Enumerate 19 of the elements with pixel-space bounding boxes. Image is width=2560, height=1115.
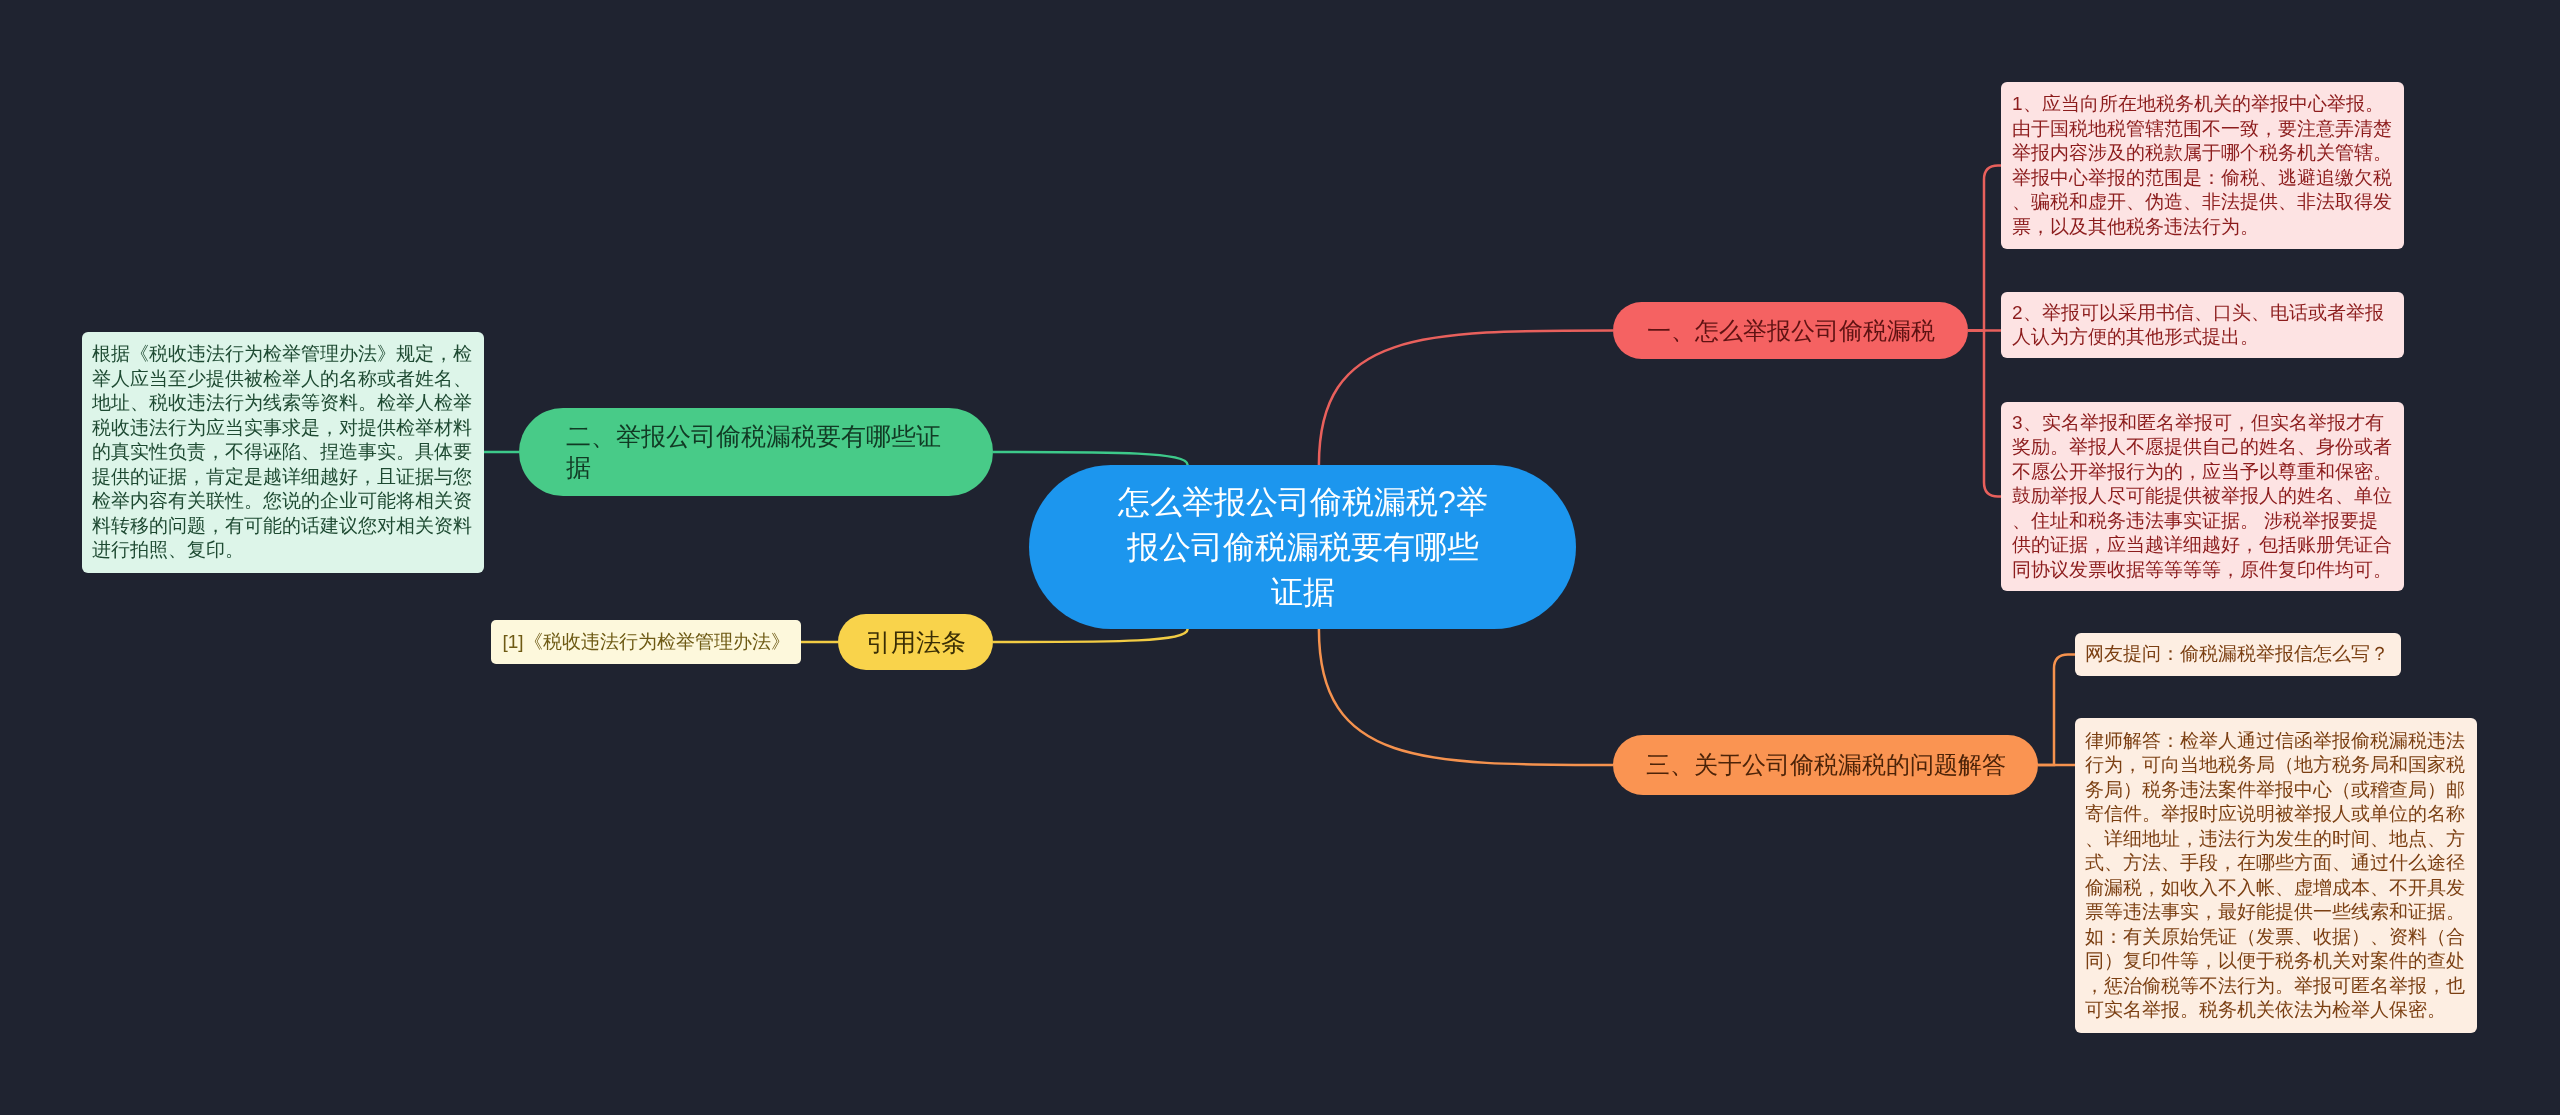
connector-line	[993, 450, 1189, 466]
connector-line	[1317, 628, 1613, 767]
branch-topic: 二、举报公司偷税漏税要有哪些证据	[519, 408, 993, 496]
connector-line	[1317, 329, 1613, 466]
note-card: [1]《税收违法行为检举管理办法》	[491, 620, 801, 664]
connector-line	[801, 640, 838, 644]
connector-line	[2038, 763, 2075, 767]
connector-line	[993, 628, 1189, 644]
central-topic: 怎么举报公司偷税漏税?举报公司偷税漏税要有哪些证据	[1029, 465, 1576, 629]
note-card: 律师解答：检举人通过信函举报偷税漏税违法行为，可向当地税务局（地方税务局和国家税务局）税务违法案件举报中心（或稽查局）邮寄信件。举报时应说明被举报人或单位的名称、详细地址，违法行为发生的时间、地点、方式、方法、手段，在哪些方面、通过什么途径偷漏税，如收入不入帐、虚增成本、不开具发票等违法事实，最好能提供一些线索和证据。如：有关原始凭证（发票、收据）、资料（合同）复印件等，以便于税务机关对案件的查处，惩治偷税等不法行为。举报可匿名举报，也可实名举报。税务机关依法为检举人保密。	[2075, 718, 2477, 1033]
note-card: 2、举报可以采用书信、口头、电话或者举报人认为方便的其他形式提出。	[2001, 292, 2404, 358]
branch-topic: 三、关于公司偷税漏税的问题解答	[1613, 735, 2038, 795]
branch-topic: 一、怎么举报公司偷税漏税	[1613, 302, 1968, 359]
note-card: 网友提问：偷税漏税举报信怎么写？	[2075, 633, 2401, 676]
note-card: 1、应当向所在地税务机关的举报中心举报。由于国税地税管辖范围不一致，要注意弄清楚举报内容涉及的税款属于哪个税务机关管辖。举报中心举报的范围是：偷税、逃避追缴欠税、骗税和虚开、伪造、非法提供、非法取得发票，以及其他税务违法行为。	[2001, 82, 2404, 249]
note-card: 3、实名举报和匿名举报可，但实名举报才有奖励。举报人不愿提供自己的姓名、身份或者不愿公开举报行为的，应当予以尊重和保密。鼓励举报人尽可能提供被举报人的姓名、单位、住址和税务违法事实证据。 涉税举报要提供的证据，应当越详细越好，包括账册凭证合同协议发票收据等等等等，原件复印件均可。	[2001, 402, 2404, 591]
branch-topic: 引用法条	[838, 614, 993, 670]
note-card: 根据《税收违法行为检举管理办法》规定，检举人应当至少提供被检举人的名称或者姓名、地址、税收违法行为线索等资料。检举人检举税收违法行为应当实事求是，对提供检举材料的真实性负责，不得诬陷、捏造事实。具体要提供的证据，肯定是越详细越好，且证据与您检举内容有关联性。您说的企业可能将相关资料转移的问题，有可能的话建议您对相关资料进行拍照、复印。	[82, 332, 484, 573]
connector-line	[484, 450, 519, 454]
